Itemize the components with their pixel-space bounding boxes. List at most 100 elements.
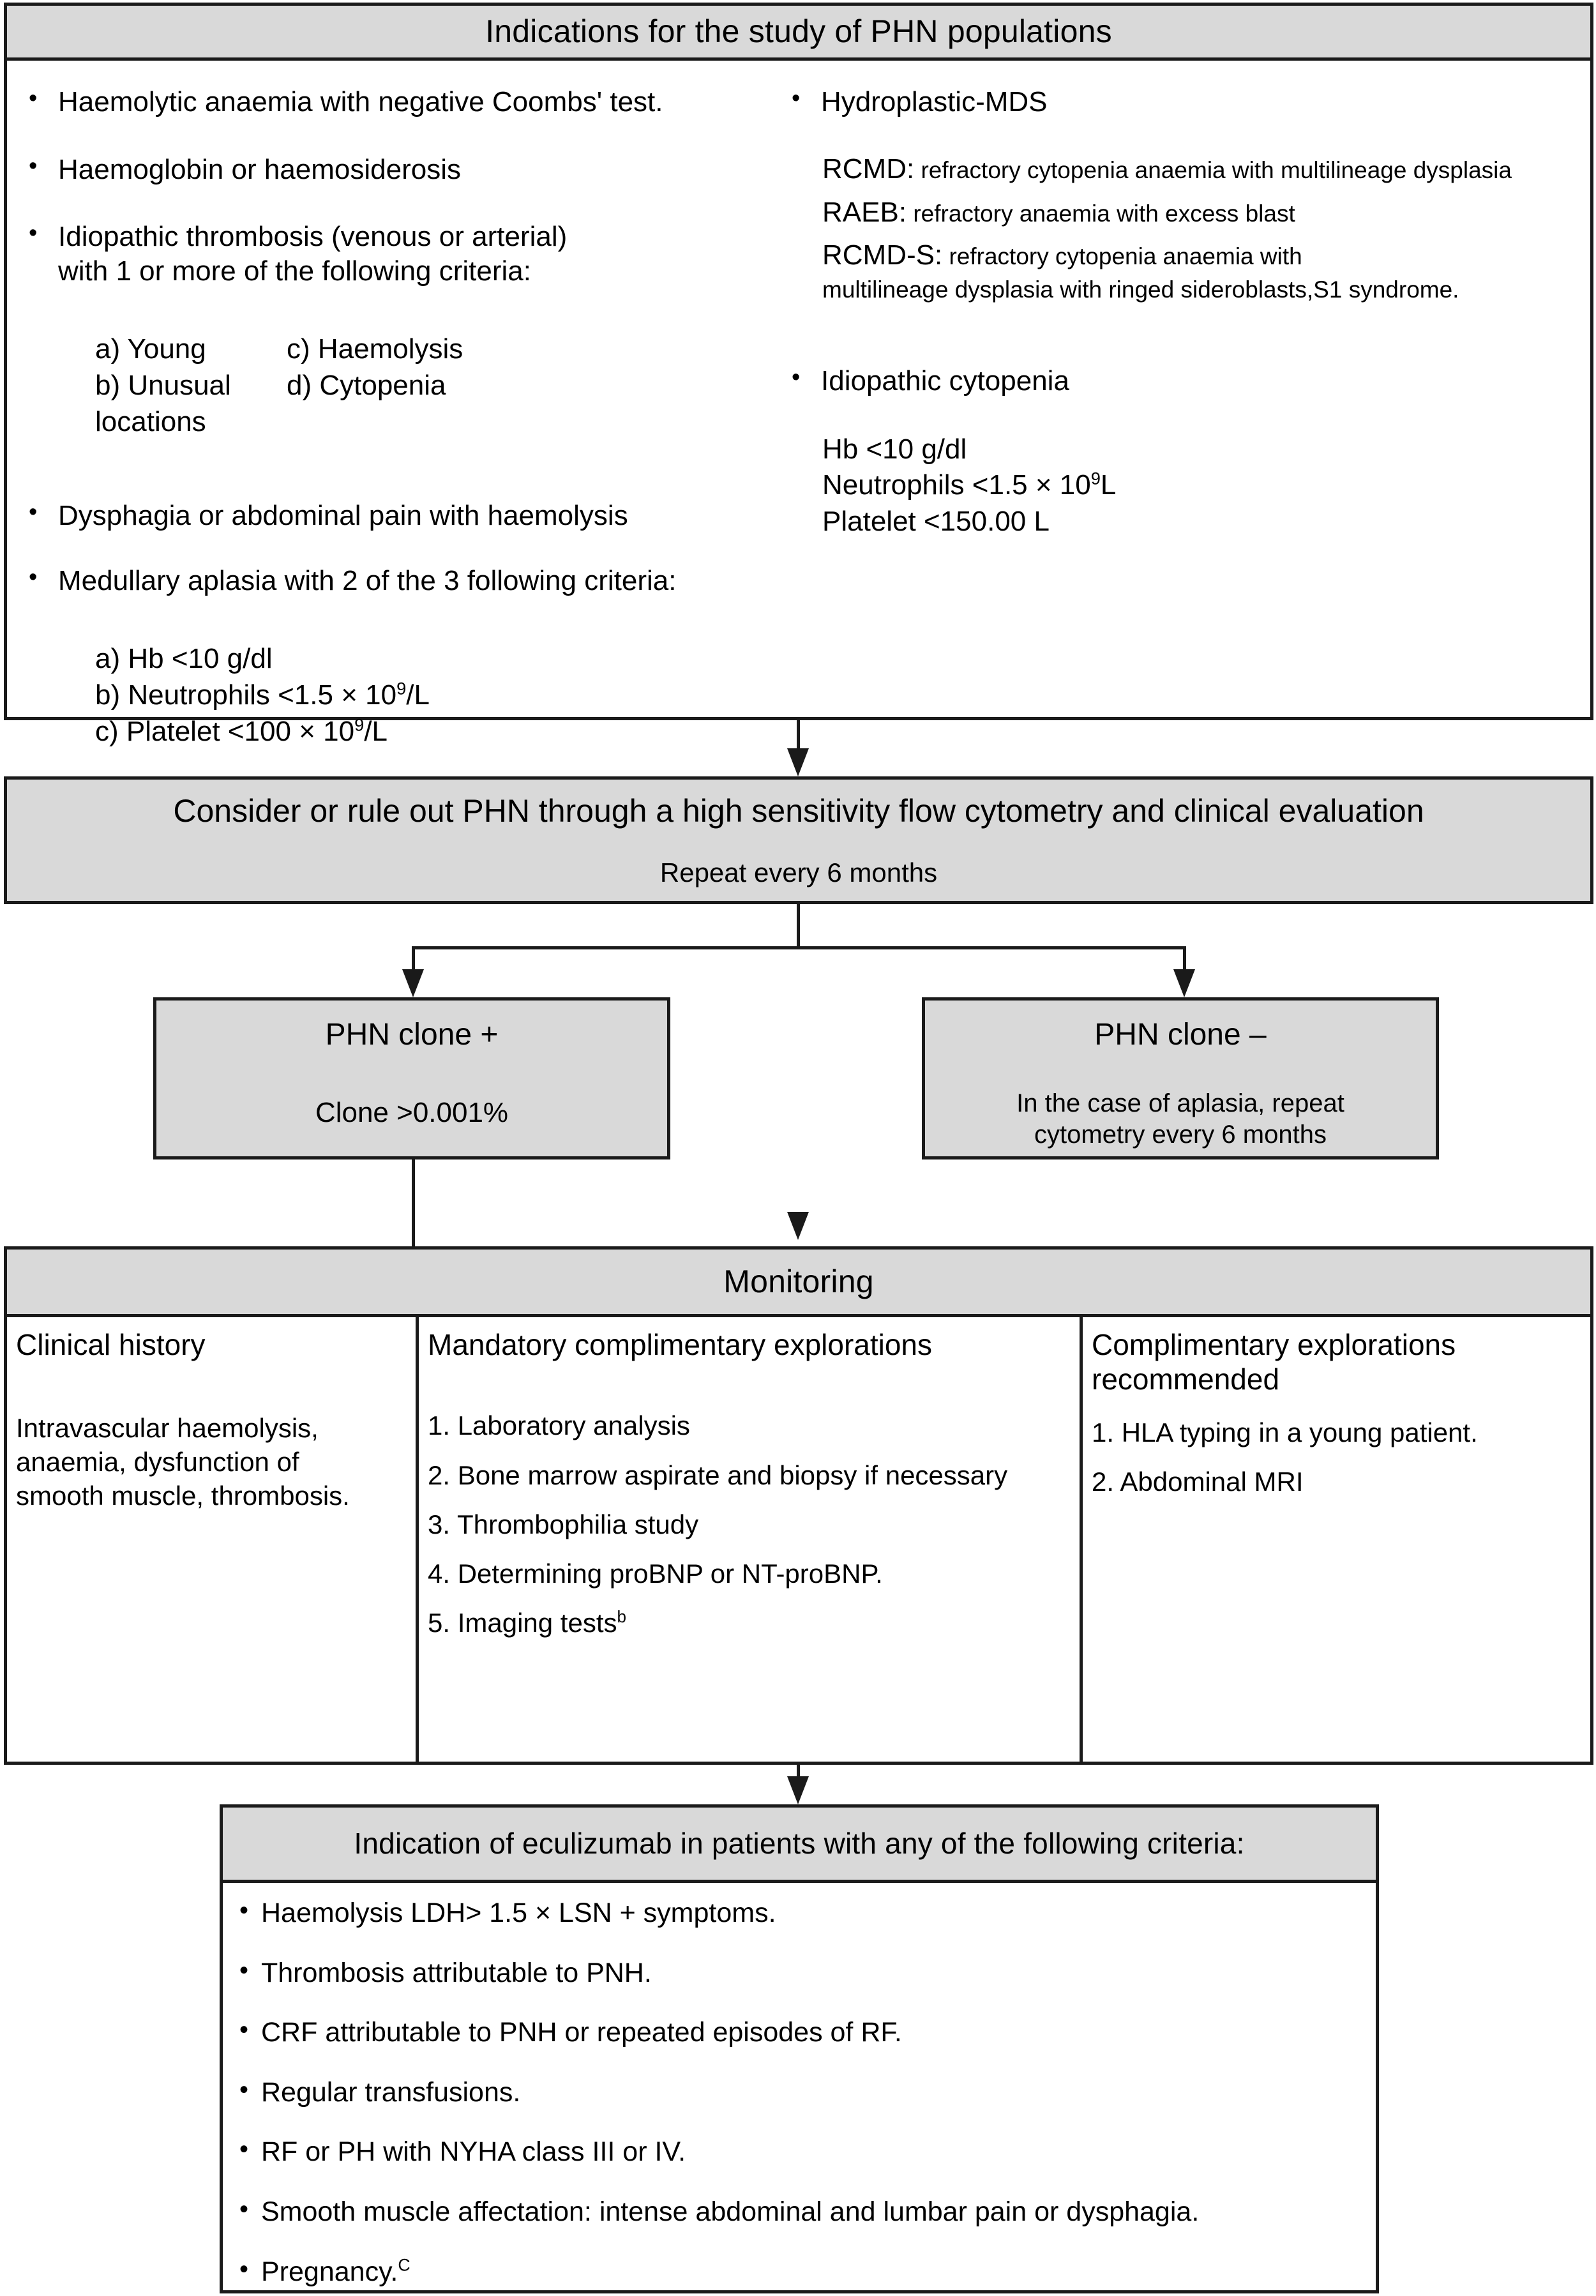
definition-rcmd-s: RCMD-S: refractory cytopenia anaemia wit… [783,239,1587,272]
column-title-line2: recommended [1092,1363,1280,1396]
list-item: 1. HLA typing in a young patient. [1092,1416,1579,1449]
list-item-thrombosis: Idiopathic thrombosis (venous or arteria… [20,218,773,288]
criterion-text: Thrombosis attributable to PNH. [261,1957,652,1988]
monitoring-box: Monitoring Clinical history Intravascula… [4,1246,1593,1765]
arrowhead-icon [787,748,809,776]
column-title: Complimentary explorations recommended [1092,1327,1579,1397]
criterion-text: RF or PH with NYHA class III or IV. [261,2136,686,2168]
monitoring-body: Clinical history Intravascular haemolysi… [7,1317,1590,1762]
list-item-mds: Hydroplastic-MDS [783,84,1587,119]
definition-abbr: RCMD-S: [822,239,943,271]
list-item: Haemolytic anaemia with negative Coombs'… [20,84,773,119]
criterion-text: CRF attributable to PNH or repeated epis… [261,2017,902,2048]
list-item: Smooth muscle affectation: intense abdom… [237,2194,1362,2229]
clinical-history-line3: smooth muscle, thrombosis. [16,1481,350,1511]
list-item-idiopathic-cytopenia: Idiopathic cytopenia [783,363,1587,398]
eculizumab-body: Haemolysis LDH> 1.5 × LSN + symptoms. Th… [223,1883,1376,2292]
item-text: 4. Determining proBNP or NT-proBNP. [428,1558,883,1589]
clone-negative-subtitle-line2: cytometry every 6 months [1034,1120,1327,1149]
mandatory-explorations-list: 1. Laboratory analysis 2. Bone marrow as… [428,1409,1068,1639]
eculizumab-title: Indication of eculizumab in patients wit… [354,1827,1245,1861]
value-platelet: Platelet <150.00 L [822,504,1587,540]
item-text: 5. Imaging tests [428,1608,617,1638]
column-body-text: Intravascular haemolysis, anaemia, dysfu… [16,1412,404,1513]
thrombosis-criteria-list: a) Young c) Haemolysis b) Unusual locati… [20,331,773,441]
value-hb: Hb <10 g/dl [822,432,1587,467]
clone-negative-title: PHN clone – [1094,1018,1267,1052]
thrombosis-line-1: Idiopathic thrombosis (venous or arteria… [58,221,568,253]
list-item: Pregnancy.C [237,2254,1362,2289]
clone-positive-title: PHN clone + [325,1018,499,1052]
indications-right-column: Hydroplastic-MDS RCMD: refractory cytope… [783,61,1587,540]
value-text: Neutrophils <1.5 × 10 [822,469,1091,501]
cytopenia-values: Hb <10 g/dl Neutrophils <1.5 × 109L Plat… [783,432,1587,540]
value-unit: L [1100,469,1117,501]
clone-negative-box: PHN clone – In the case of aplasia, repe… [922,997,1439,1159]
eculizumab-box: Indication of eculizumab in patients wit… [220,1804,1379,2293]
item-text: 1. HLA typing in a young patient. [1092,1417,1478,1447]
eculizumab-header: Indication of eculizumab in patients wit… [223,1808,1376,1883]
recommended-explorations-list: 1. HLA typing in a young patient. 2. Abd… [1092,1416,1579,1498]
consider-subtitle: Repeat every 6 months [659,857,938,887]
criterion-text: b) Neutrophils <1.5 × 10 [95,679,397,711]
eculizumab-criteria-list: Haemolysis LDH> 1.5 × LSN + symptoms. Th… [237,1895,1362,2289]
criterion-exponent: 9 [396,678,407,699]
list-item: Haemoglobin or haemosiderosis [20,151,773,187]
consider-title: Consider or rule out PHN through a high … [173,793,1424,829]
aplasia-criteria-list: a) Hb <10 g/dl b) Neutrophils <1.5 × 109… [20,640,773,750]
list-item-dysphagia: Dysphagia or abdominal pain with haemoly… [20,497,773,533]
list-item: Regular transfusions. [237,2074,1362,2110]
criterion-c-platelet: c) Platelet <100 × 109/L [95,713,773,750]
indications-left-bullet-list-2: Dysphagia or abdominal pain with haemoly… [20,497,773,598]
mds-definitions: RCMD: refractory cytopenia anaemia with … [783,153,1587,306]
definition-text: refractory cytopenia anaemia with multil… [914,156,1512,183]
definition-abbr: RCMD: [822,153,915,185]
consider-inner: Consider or rule out PHN through a high … [7,780,1590,901]
list-item: CRF attributable to PNH or repeated epis… [237,2014,1362,2050]
column-title: Mandatory complimentary explorations [428,1328,933,1361]
criterion-text: Pregnancy. [261,2256,398,2287]
indications-body: Haemolytic anaemia with negative Coombs'… [7,61,1590,747]
definition-raeb: RAEB: refractory anaemia with excess bla… [783,196,1587,229]
criterion-a: a) Young [95,333,206,365]
definition-rcmd-s-wrap: multilineage dysplasia with ringed sider… [783,272,1587,305]
definition-text-wrap: multilineage dysplasia with ringed sider… [822,276,1459,303]
arrowhead-icon [1173,969,1195,997]
clinical-history-line2: anaemia, dysfunction of [16,1447,299,1477]
criterion-unit: /L [406,679,430,711]
column-title: Clinical history [16,1328,206,1361]
indications-title: Indications for the study of PHN populat… [485,13,1112,49]
indications-right-bullet-list: Hydroplastic-MDS [783,84,1587,119]
arrowhead-icon [787,1776,809,1804]
indications-left-bullet-list: Haemolytic anaemia with negative Coombs'… [20,84,773,289]
criterion-a-hb: a) Hb <10 g/dl [95,640,773,677]
definition-rcmd: RCMD: refractory cytopenia anaemia with … [783,153,1587,186]
item-text: 2. Abdominal MRI [1092,1466,1304,1497]
connector-indications-to-consider [797,720,800,750]
connector-branch-left-drop [412,946,415,971]
consider-box: Consider or rule out PHN through a high … [4,776,1593,904]
item-text: 2. Bone marrow aspirate and biopsy if ne… [428,1460,1008,1490]
definition-abbr: RAEB: [822,196,907,228]
monitoring-title: Monitoring [723,1263,874,1299]
list-item: 3. Thrombophilia study [428,1508,1068,1541]
criterion-c: c) Haemolysis [287,333,463,365]
value-text: Hb <10 g/dl [822,433,967,465]
monitoring-column-recommended-explorations: Complimentary explorations recommended 1… [1080,1317,1590,1762]
thrombosis-line-2: with 1 or more of the following criteria… [58,255,531,287]
clone-positive-box: PHN clone + Clone >0.001% [153,997,670,1159]
connector-branch-right-drop [1183,946,1186,971]
clone-positive-subtitle: Clone >0.001% [315,1097,509,1128]
arrowhead-icon [787,1212,809,1240]
monitoring-column-clinical-history: Clinical history Intravascular haemolysi… [7,1317,416,1762]
connector-clone-pos-stem [412,1159,415,1268]
item-text: 3. Thrombophilia study [428,1509,699,1539]
list-item: 2. Abdominal MRI [1092,1465,1579,1498]
item-text: 1. Laboratory analysis [428,1410,690,1441]
list-item: 1. Laboratory analysis [428,1409,1068,1442]
criteria-row: a) Young c) Haemolysis [95,331,773,367]
list-item: 5. Imaging testsb [428,1606,1068,1639]
list-item-aplasia: Medullary aplasia with 2 of the 3 follow… [20,563,773,598]
criterion-text: Smooth muscle affectation: intense abdom… [261,2196,1200,2227]
